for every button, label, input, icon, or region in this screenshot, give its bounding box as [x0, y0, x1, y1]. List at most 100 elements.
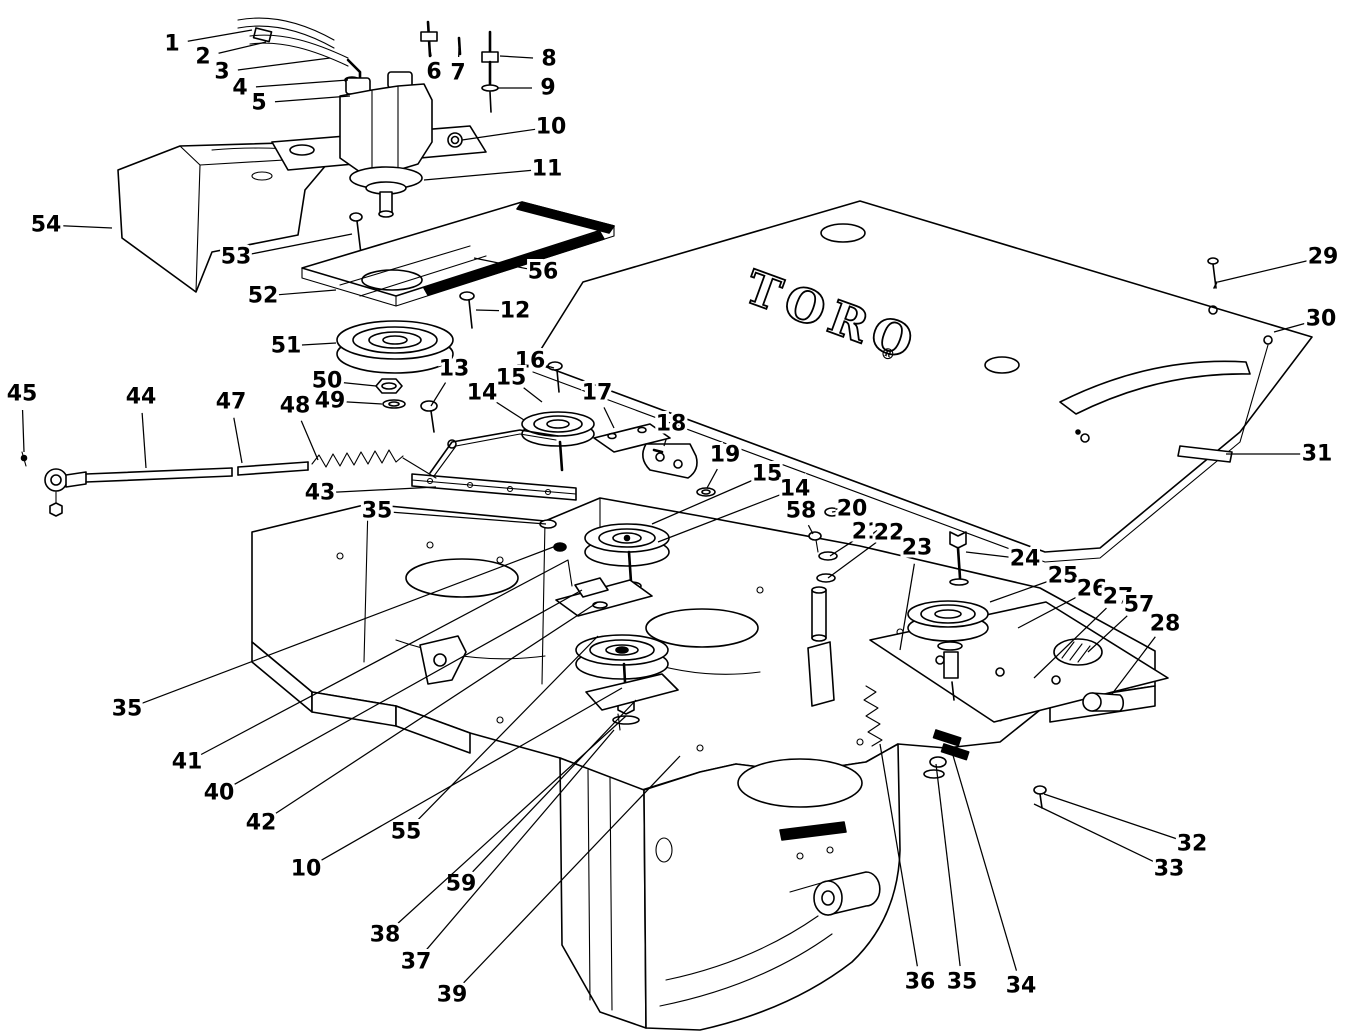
leader-line-3	[237, 57, 331, 71]
callout-38: 38	[370, 923, 401, 948]
leader-line-45	[21, 409, 25, 453]
callout-4: 4	[232, 76, 247, 101]
deck-front-wall	[559, 757, 647, 1029]
callout-53: 53	[221, 245, 252, 270]
callout-39: 39	[437, 983, 468, 1008]
callout-3: 3	[214, 60, 229, 85]
callout-58: 58	[786, 499, 817, 524]
leader-line-39	[462, 755, 681, 984]
leader-line-32	[1043, 793, 1178, 840]
leader-line-53	[251, 233, 353, 255]
cover-plate	[301, 201, 615, 329]
leader-line-35	[935, 763, 961, 967]
carriage-bolts	[923, 729, 970, 779]
callout-44: 44	[126, 385, 157, 410]
callout-15: 15	[752, 462, 783, 487]
diagram-artwork: TORO ®	[20, 17, 1313, 1031]
callout-24: 24	[1010, 547, 1041, 572]
motor-body	[339, 83, 433, 173]
callout-48: 48	[280, 394, 311, 419]
leader-line-2	[218, 41, 267, 54]
callout-50: 50	[312, 369, 343, 394]
leader-line-16	[545, 364, 555, 369]
callout-30: 30	[1306, 307, 1337, 332]
seal-strip-upper	[516, 201, 615, 234]
cover-vent-scoop	[1059, 360, 1251, 415]
leader-line-23	[899, 563, 915, 651]
leader-line-13	[430, 382, 447, 407]
strip-part-31	[1177, 445, 1233, 463]
bracket-part-59	[585, 673, 679, 711]
deck-body	[251, 497, 1156, 1031]
deck-opening-front	[737, 758, 863, 808]
callout-23: 23	[902, 536, 933, 561]
leader-line-37	[425, 729, 615, 951]
callout-32: 32	[1177, 832, 1208, 857]
leader-line-49	[345, 401, 383, 405]
bolt-part-29	[1207, 257, 1219, 289]
leader-line-47	[233, 417, 243, 464]
leader-line-14	[657, 494, 781, 543]
leader-line-52	[278, 289, 337, 296]
leader-line-36	[879, 743, 918, 967]
leader-line-41	[200, 559, 569, 756]
callout-29: 29	[1308, 245, 1339, 270]
leader-line-11	[423, 169, 532, 181]
callout-42: 42	[246, 811, 277, 836]
discharge-chute	[643, 743, 901, 1031]
hydraulic-motor-assembly	[237, 17, 499, 255]
drive-pulley	[336, 320, 454, 433]
deck-opening-left	[405, 558, 519, 598]
leader-line-29	[1217, 260, 1308, 283]
callout-25: 25	[1048, 564, 1079, 589]
leader-line-21	[829, 540, 854, 557]
deck-cover: TORO ®	[532, 200, 1313, 563]
leader-line-50	[342, 382, 377, 387]
callout-7: 7	[450, 61, 465, 86]
leader-line-14	[495, 401, 525, 421]
callout-37: 37	[401, 950, 432, 975]
leader-line-10	[461, 128, 536, 141]
leader-line-15	[523, 387, 543, 403]
leader-line-25	[989, 580, 1049, 603]
callout-13: 13	[439, 357, 470, 382]
callout-11: 11	[532, 157, 563, 182]
leader-line-24	[965, 551, 1010, 558]
right-spindle	[907, 531, 989, 701]
callout-35: 35	[947, 970, 978, 995]
callout-41: 41	[172, 750, 203, 775]
callout-12: 12	[500, 299, 531, 324]
roller-part-28	[1082, 692, 1125, 712]
callout-1: 1	[164, 32, 179, 57]
roller	[789, 871, 881, 916]
callout-2: 2	[195, 45, 210, 70]
leader-line-51	[301, 342, 337, 346]
leader-line-59	[471, 699, 637, 873]
leader-line-4	[255, 79, 349, 88]
leader-line-15	[651, 479, 753, 525]
leader-line-28	[1111, 636, 1156, 695]
deck-opening-center	[645, 608, 759, 648]
leader-line-54	[61, 225, 113, 229]
callout-14: 14	[467, 381, 498, 406]
callout-17: 17	[582, 381, 613, 406]
callout-52: 52	[248, 284, 279, 309]
callout-31: 31	[1302, 442, 1333, 467]
callout-51: 51	[271, 334, 302, 359]
leader-line-40	[232, 589, 583, 786]
callout-45: 45	[7, 382, 38, 407]
callout-15: 15	[496, 366, 527, 391]
leader-line-56	[473, 257, 528, 270]
callout-19: 19	[710, 443, 741, 468]
leader-line-6	[428, 43, 432, 57]
leader-line-22	[827, 541, 877, 579]
belt-shroud	[117, 141, 333, 293]
leader-line-5	[274, 95, 351, 103]
idler-arm	[411, 429, 577, 501]
callout-9: 9	[540, 76, 555, 101]
callout-8: 8	[541, 47, 556, 72]
callout-22: 22	[874, 521, 905, 546]
leader-line-12	[475, 309, 500, 312]
